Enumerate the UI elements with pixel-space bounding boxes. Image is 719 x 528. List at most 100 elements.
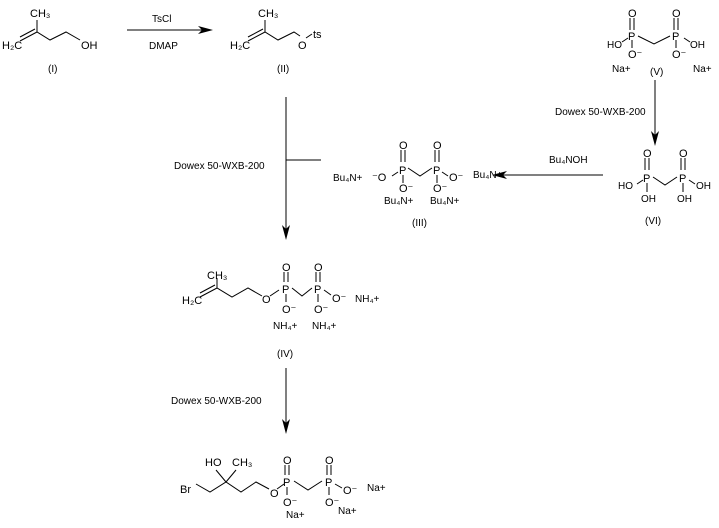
oxygen: O: [262, 294, 271, 306]
oxygen: O: [679, 148, 688, 160]
phosphorus: P: [314, 284, 321, 296]
oxygen: O: [628, 8, 637, 20]
compound-III: O O P P ⁻O O⁻ O⁻ O⁻ Bu₄N+ Bu₄N+ Bu₄N+ Bu…: [333, 140, 503, 229]
bond: [247, 28, 264, 38]
arrow-step-1: TsCl DMAP: [127, 14, 213, 52]
sodium-cation: Na+: [286, 510, 305, 521]
sodium-cation: Na+: [612, 64, 631, 75]
compound-label: (III): [412, 218, 427, 229]
bond: [637, 35, 671, 45]
sodium-cation: Na+: [693, 64, 712, 75]
arrow-head: [492, 171, 507, 179]
reagent-label: TsCl: [152, 14, 171, 25]
reagent-label: Bu₄NOH: [549, 155, 588, 166]
bond: [323, 289, 332, 296]
phosphorus: P: [283, 477, 290, 489]
oxygen: O: [283, 455, 292, 467]
bond: [688, 179, 696, 185]
ammonium-cation: NH₄+: [273, 321, 298, 332]
phosphorus: P: [643, 173, 650, 185]
bond: [19, 31, 81, 42]
arrow-head: [282, 225, 290, 240]
bond: [391, 171, 399, 177]
sodium-cation: Na+: [367, 483, 386, 494]
oxide-anion: O⁻: [433, 183, 448, 195]
bond: [199, 287, 263, 298]
hydroxyl-group: HO: [618, 181, 633, 192]
bond: [621, 37, 629, 43]
ch3-group: CH₃: [258, 8, 278, 20]
hydroxyl-group: OH: [641, 194, 656, 205]
compound-II: CH₃ H₂C O ts (II): [230, 8, 322, 75]
oxygen: O: [643, 148, 652, 160]
oxygen: O: [399, 140, 408, 152]
oxygen: O: [433, 140, 442, 152]
ch3-group: CH₃: [30, 8, 50, 20]
bond: [269, 289, 280, 297]
ammonium-cation: NH₄+: [355, 294, 380, 305]
oxide-anion: ⁻O: [372, 172, 387, 184]
oxygen: O: [314, 262, 323, 274]
compound-label: (I): [48, 64, 57, 75]
bond: [652, 176, 678, 186]
ch3-group: CH₃: [207, 270, 227, 282]
tetrabutylammonium-cation: Bu₄N+: [384, 196, 414, 207]
oxygen: O: [672, 8, 681, 20]
bond: [247, 31, 301, 42]
oxide-anion: O⁻: [672, 49, 687, 61]
arrow-step-2: Dowex 50-WXB-200: [174, 97, 321, 240]
phosphorus: P: [282, 284, 289, 296]
compound-label: (V): [650, 67, 663, 78]
bond: [305, 33, 313, 39]
compound-label: (II): [277, 64, 289, 75]
reagent-label: Dowex 50-WXB-200: [171, 396, 262, 407]
compound-I: CH₃ H₂C OH (I): [2, 8, 98, 75]
hydroxyl-group: OH: [696, 181, 711, 192]
arrow-head: [651, 131, 659, 146]
reagent-label: Dowex 50-WXB-200: [555, 107, 646, 118]
h2c-group: H₂C: [2, 40, 22, 52]
hydroxyl-group: OH: [690, 40, 705, 51]
oxide-anion: O⁻: [283, 497, 298, 509]
oxygen: O: [270, 488, 279, 500]
oxide-anion: O⁻: [628, 49, 643, 61]
bond: [293, 480, 323, 491]
tetrabutylammonium-cation: Bu₄N+: [333, 173, 363, 184]
phosphorus: P: [325, 477, 332, 489]
bond: [441, 171, 449, 177]
bond: [276, 483, 285, 490]
h2c-group: H₂C: [182, 295, 202, 307]
oxide-anion: O⁻: [314, 304, 329, 316]
bond: [334, 483, 343, 489]
hydroxyl-group: HO: [205, 457, 222, 469]
bond: [195, 481, 270, 493]
arrow-head: [282, 419, 290, 434]
bond: [19, 28, 36, 38]
bond: [291, 287, 313, 297]
ch3-group: CH₃: [232, 457, 252, 469]
oxide-anion: O⁻: [343, 485, 358, 497]
compound-label: (VI): [645, 216, 661, 227]
oxygen: O: [298, 40, 307, 52]
arrow-step-4: Bu₄NOH: [492, 155, 603, 179]
arrow-step-5: Dowex 50-WXB-200: [171, 368, 290, 434]
oxide-anion: O⁻: [282, 304, 297, 316]
hydroxyl-group: HO: [607, 40, 622, 51]
phosphorus: P: [628, 31, 635, 43]
tetrabutylammonium-cation: Bu₄N+: [430, 196, 460, 207]
h2c-group: H₂C: [230, 40, 250, 52]
ammonium-cation: NH₄+: [312, 321, 337, 332]
bond: [199, 284, 216, 294]
phosphorus: P: [679, 173, 686, 185]
oxygen: O: [325, 455, 334, 467]
phosphorus: P: [433, 165, 440, 177]
bond: [636, 179, 644, 185]
oxide-anion: O⁻: [399, 183, 414, 195]
bond: [215, 469, 227, 483]
arrow-head: [198, 26, 213, 34]
oxide-anion: O⁻: [325, 497, 340, 509]
oxide-anion: O⁻: [332, 293, 347, 305]
bromine: Br: [180, 484, 191, 496]
tetrabutylammonium-cation: Bu₄N+: [473, 170, 503, 181]
